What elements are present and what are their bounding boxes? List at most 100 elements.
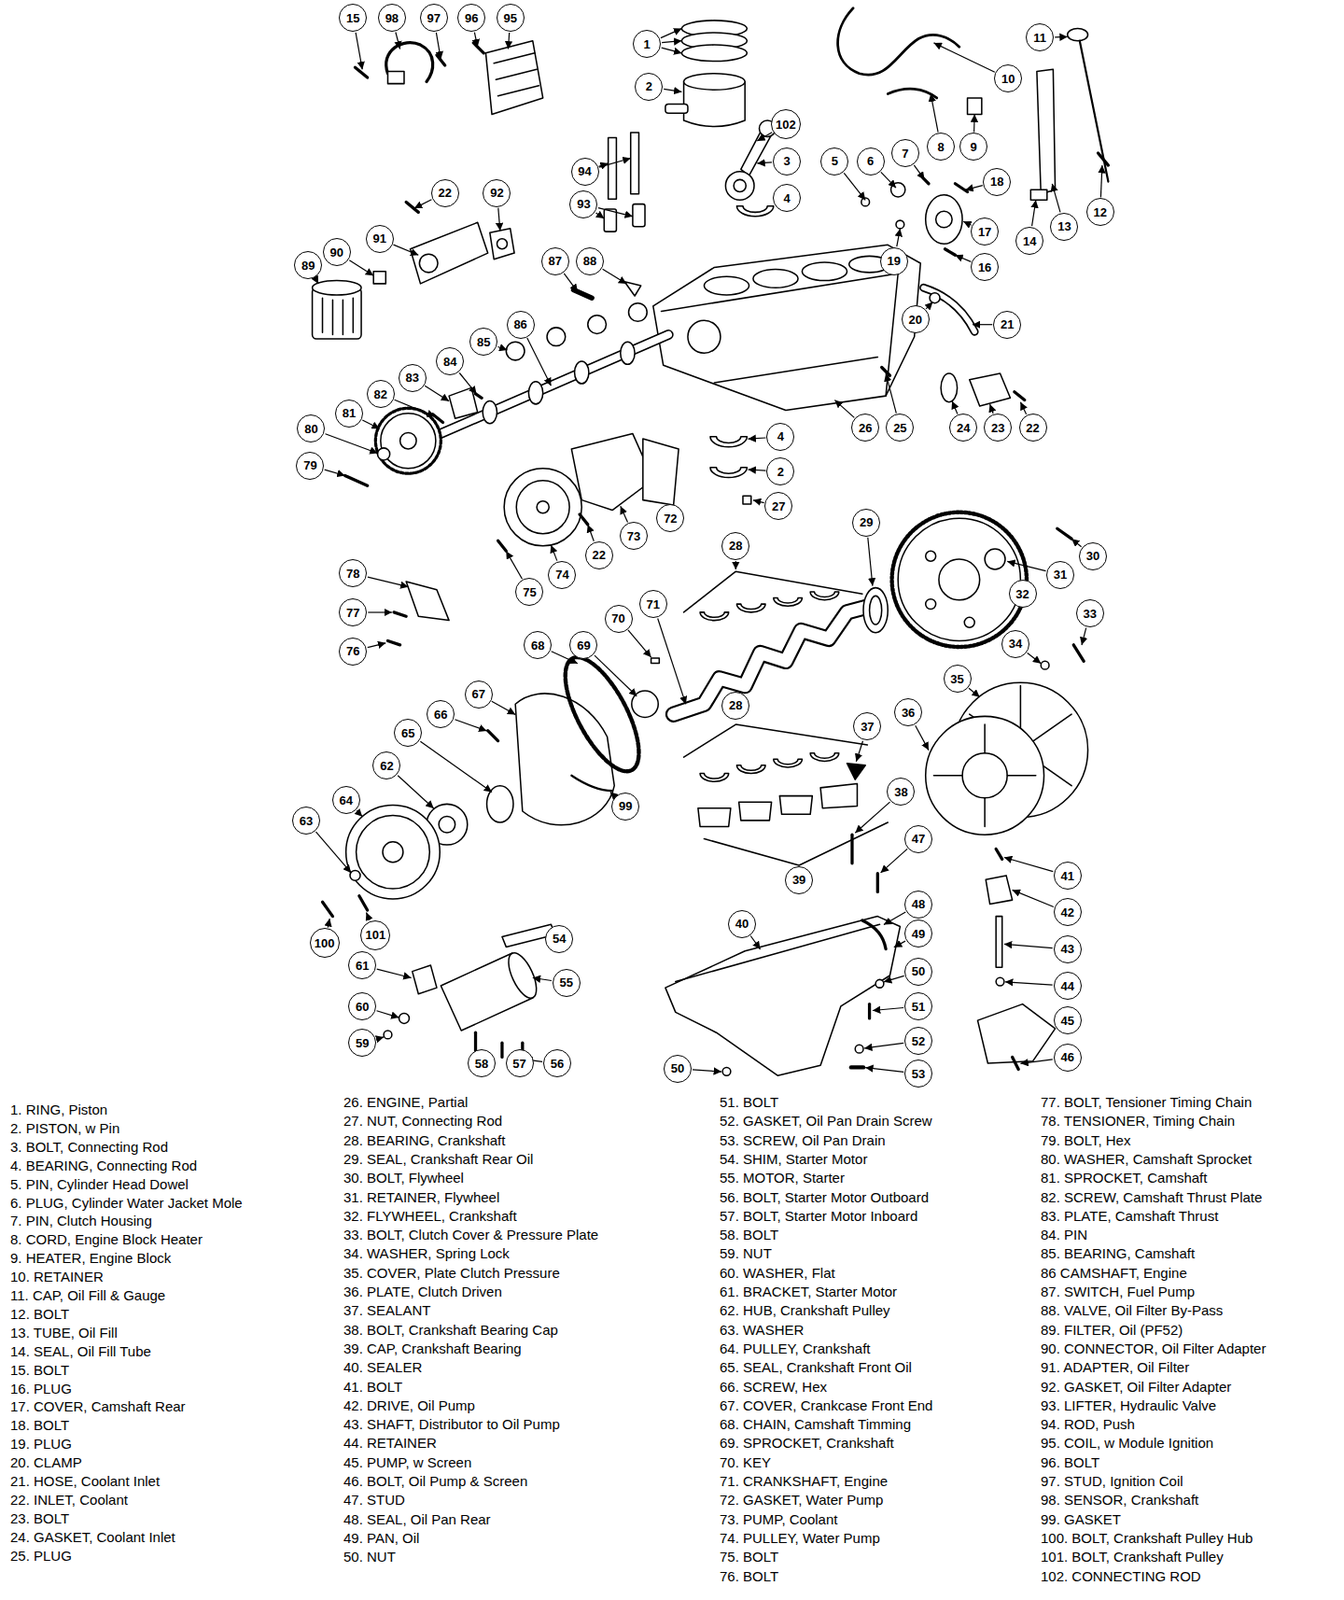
parts-list-item: 9. HEATER, Engine Block — [10, 1249, 171, 1266]
parts-list-item: 72. GASKET, Water Pump — [719, 1491, 883, 1508]
oil-pump — [977, 1004, 1055, 1064]
parts-list-item: 8. CORD, Engine Block Heater — [10, 1231, 203, 1247]
bolt — [954, 183, 967, 193]
callout-circle: 70 — [604, 604, 633, 633]
callout-circle: 102 — [770, 109, 801, 140]
dipstick-cap — [1067, 28, 1089, 42]
parts-list-item: 95. COIL, w Module Ignition — [1040, 1434, 1214, 1451]
leader-line — [855, 741, 863, 762]
hose-clamp — [929, 293, 940, 304]
fuel-pump-switch — [573, 289, 592, 298]
parts-list-item: 1. RING, Piston — [10, 1101, 108, 1118]
oil-pan — [665, 916, 900, 1077]
washer — [399, 1012, 410, 1023]
parts-list-item: 74. PULLEY, Water Pump — [719, 1529, 881, 1546]
callout-circle: 10 — [994, 64, 1022, 93]
callout-number: 28 — [728, 539, 742, 552]
callout-circle: 45 — [1053, 1006, 1082, 1035]
parts-list-item: 79. BOLT, Hex — [1040, 1132, 1131, 1148]
parts-list-item: 60. WASHER, Flat — [719, 1264, 836, 1281]
drain-gasket — [854, 1044, 864, 1053]
parts-list-item: 99. GASKET — [1040, 1511, 1121, 1527]
bolt — [473, 42, 484, 54]
parts-list-item: 15. BOLT — [10, 1361, 70, 1378]
callout-number: 61 — [355, 959, 369, 972]
parts-list-item: 53. SCREW, Oil Pan Drain — [719, 1132, 886, 1148]
leader-line — [366, 912, 370, 921]
callout-circle: 35 — [943, 664, 972, 693]
callout-number: 46 — [1060, 1050, 1074, 1064]
parts-list-item: 70. KEY — [719, 1454, 771, 1470]
starter-bracket — [412, 965, 437, 994]
cam-bore — [687, 320, 721, 353]
callout-circle: 61 — [348, 951, 377, 980]
callout-circle: 2 — [634, 72, 663, 101]
callout-circle: 34 — [1001, 630, 1030, 658]
callout-circle: 20 — [901, 305, 930, 334]
callout-number: 34 — [1008, 637, 1022, 650]
leader-line — [1020, 1059, 1052, 1064]
callout-circle: 73 — [619, 521, 648, 550]
callout-circle: 69 — [569, 630, 598, 659]
ignition-coil — [485, 41, 543, 115]
leader-line — [508, 32, 510, 50]
drain-screw — [851, 1064, 864, 1069]
camshaft — [434, 335, 669, 437]
bolt — [579, 514, 588, 525]
callout-circle: 41 — [1053, 861, 1082, 890]
parts-list-item: 73. PUMP, Coolant — [719, 1511, 838, 1527]
crank-pulley-inner — [356, 814, 431, 889]
leader-line — [367, 576, 409, 588]
parts-list-item: 24. GASKET, Coolant Inlet — [10, 1528, 176, 1545]
rear-pan-seal — [862, 920, 886, 950]
callout-circle: 14 — [1015, 226, 1044, 255]
callout-number: 73 — [627, 530, 641, 543]
oil-fill-seal — [1030, 189, 1047, 200]
leader-line — [459, 373, 476, 395]
parts-list-item: 32. FLYWHEEL, Crankshaft — [343, 1207, 518, 1224]
parts-list-item: 13. TUBE, Oil Fill — [10, 1324, 118, 1341]
leader-line — [377, 1010, 400, 1018]
cam-sprocket — [380, 413, 436, 469]
callout-circle: 30 — [1078, 542, 1107, 571]
flywheel-hub — [938, 559, 980, 601]
parts-list-item: 69. SPROCKET, Crankshaft — [719, 1434, 895, 1451]
thrust-plate — [448, 387, 478, 419]
leader-line — [316, 831, 352, 873]
callout-circle: 78 — [338, 559, 367, 588]
callout-circle: 3 — [772, 147, 801, 176]
parts-list-item: 93. LIFTER, Hydraulic Valve — [1040, 1397, 1217, 1414]
rod-bearing — [736, 206, 773, 217]
callout-number: 57 — [512, 1057, 526, 1070]
rod-bearing — [710, 436, 747, 448]
parts-list-item: 36. PLATE, Clutch Driven — [343, 1283, 503, 1300]
parts-list-item: 46. BOLT, Oil Pump & Screen — [343, 1472, 528, 1489]
piston-ring — [681, 44, 747, 61]
parts-list-item: 3. BOLT, Connecting Rod — [10, 1138, 168, 1155]
callout-number: 68 — [531, 639, 545, 652]
pulley-hub-bore — [438, 815, 455, 832]
leader-line — [1020, 402, 1026, 415]
callout-circle: 9 — [959, 132, 988, 161]
gasket-hole — [496, 238, 507, 250]
clutch-disc-hub — [962, 753, 1008, 798]
leader-line — [1012, 889, 1054, 907]
leader-line — [973, 114, 976, 133]
callout-number: 49 — [911, 927, 925, 940]
leader-line — [355, 32, 363, 70]
leader-line — [620, 505, 629, 522]
bolt — [1057, 528, 1072, 539]
callout-circle: 83 — [398, 364, 427, 392]
parts-list-item: 59. NUT — [719, 1245, 772, 1261]
parts-list-item: 51. BOLT — [719, 1093, 779, 1110]
main-bearing — [700, 612, 729, 621]
callout-number: 3 — [783, 154, 790, 168]
callout-circle: 67 — [464, 680, 493, 709]
bearing-cap — [820, 784, 857, 809]
callout-circle: 18 — [982, 168, 1011, 196]
callout-number: 38 — [894, 785, 908, 798]
callout-circle: 19 — [880, 247, 909, 276]
leader-line — [896, 228, 901, 247]
callout-circle: 33 — [1076, 599, 1105, 628]
callout-circle: 89 — [294, 251, 322, 280]
